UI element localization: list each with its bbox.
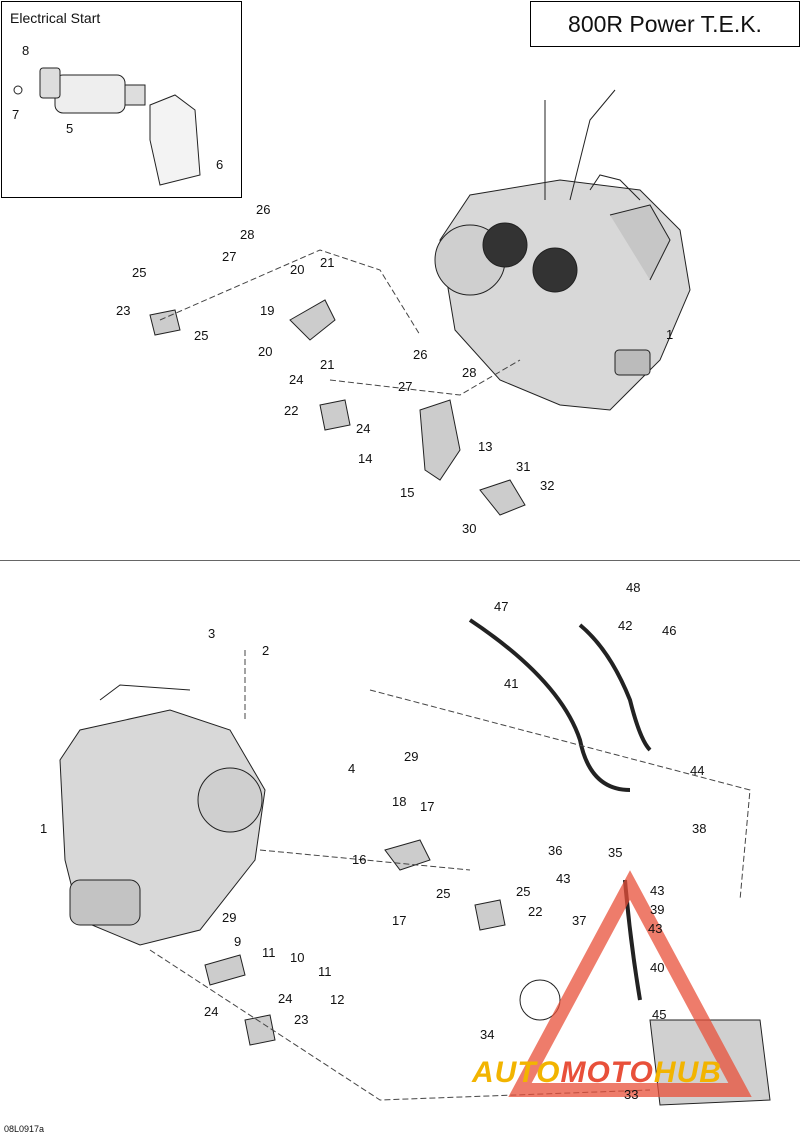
bottom-callout: 45 [652,1007,667,1022]
top-callout: 24 [289,372,304,387]
top-callout: 27 [222,249,237,264]
top-callout: 13 [478,439,493,454]
watermark-triangle [508,870,752,1097]
bottom-callout: 16 [352,852,367,867]
top-callout: 28 [462,365,477,380]
engine-bottom-drawing [59,684,266,946]
bottom-callout: 24 [204,1004,219,1019]
top-callout: 7 [12,107,20,122]
top-callout: 27 [398,379,413,394]
bottom-callout: 39 [650,902,665,917]
bottom-callout: 25 [436,886,451,901]
watermark-part2: MOTO [560,1056,654,1089]
bottom-callout: 36 [548,843,563,858]
top-callout: 15 [400,485,415,500]
top-callout: 5 [66,121,74,136]
top-callout: 14 [358,451,373,466]
bottom-callout: 41 [504,676,519,691]
top-callout: 30 [462,521,477,536]
bottom-callout: 37 [572,913,587,928]
watermark-part3: HUB [653,1056,722,1089]
engine-mount-brackets-top [149,299,526,516]
bottom-callout: 25 [516,884,531,899]
watermark-part1: AUTO [472,1056,561,1089]
top-callout: 31 [516,459,531,474]
engine-top-drawing [434,89,691,411]
top-callout: 23 [116,303,131,318]
watermark-logo: AUTOMOTOHUB [472,1056,722,1090]
top-callout: 20 [290,262,305,277]
top-callout: 19 [260,303,275,318]
bottom-callout: 33 [624,1087,639,1102]
top-callout: 32 [540,478,555,493]
top-callout: 22 [284,403,299,418]
bottom-callout: 46 [662,623,677,638]
bottom-callout: 43 [556,871,571,886]
top-callout: 20 [258,344,273,359]
starter-motor-drawing [13,67,201,186]
bottom-callout: 44 [690,763,705,778]
bottom-callout: 10 [290,950,305,965]
bottom-callout: 17 [420,799,435,814]
bottom-callout: 47 [494,599,509,614]
top-callout: 26 [413,347,428,362]
bottom-callout: 34 [480,1027,495,1042]
top-callout: 21 [320,357,335,372]
bottom-callout: 42 [618,618,633,633]
top-callout: 1 [666,327,674,342]
bottom-callout: 35 [608,845,623,860]
bottom-callout: 24 [278,991,293,1006]
top-callout: 6 [216,157,224,172]
top-callout: 21 [320,255,335,270]
bottom-callout: 22 [528,904,543,919]
bottom-callout: 23 [294,1012,309,1027]
bottom-callout: 3 [208,626,216,641]
bottom-callout: 43 [650,883,665,898]
bottom-callout: 4 [348,761,356,776]
drawing-code: 08L0917a [4,1124,45,1134]
bottom-callout: 18 [392,794,407,809]
top-callout: 24 [356,421,371,436]
bottom-callout: 40 [650,960,665,975]
bottom-callout: 11 [318,964,332,979]
top-callout: 26 [256,202,271,217]
bottom-callout: 9 [234,934,242,949]
electrical-start-inset: Electrical Start [1,1,242,198]
bottom-callout: 48 [626,580,641,595]
bottom-callout: 1 [40,821,48,836]
bottom-callout: 2 [262,643,270,658]
top-callout: 25 [132,265,147,280]
top-callout: 8 [22,43,30,58]
bottom-callout: 17 [392,913,407,928]
bottom-callout: 29 [404,749,419,764]
inset-title: Electrical Start [10,10,101,26]
bottom-callout: 11 [262,945,276,960]
bottom-callout: 38 [692,821,707,836]
section-divider [0,560,800,561]
top-callout: 28 [240,227,255,242]
top-callout: 25 [194,328,209,343]
diagram-title: 800R Power T.E.K. [530,1,800,47]
bottom-callout: 29 [222,910,237,925]
bottom-callout: 12 [330,992,345,1007]
bottom-callout: 43 [648,921,663,936]
